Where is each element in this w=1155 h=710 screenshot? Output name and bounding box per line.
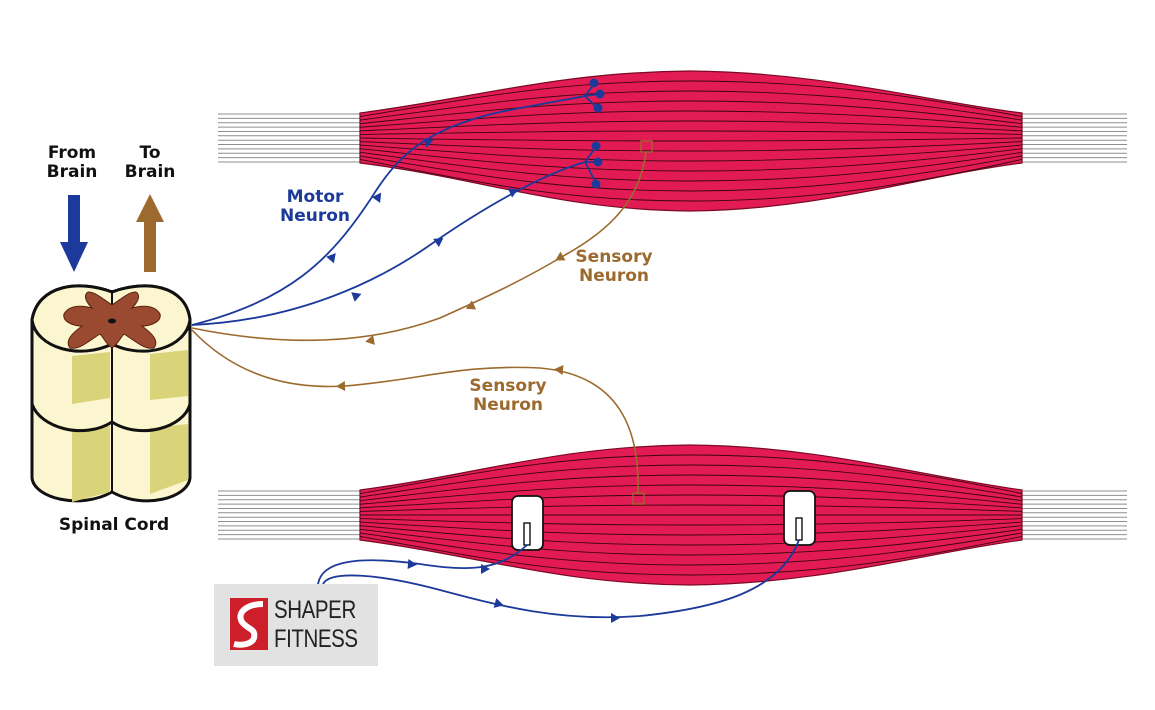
motor-arrow-icon	[326, 253, 336, 264]
muscle-fiber	[360, 120, 1022, 132]
muscle-fiber	[360, 535, 1022, 576]
bottom-muscle	[218, 444, 1127, 586]
motor-neurons	[191, 83, 601, 326]
muscle-fiber	[360, 155, 1022, 192]
sensory-arrow-icon	[555, 251, 566, 261]
sensory-arrow-icon	[365, 335, 375, 345]
electrode-arrow-icon	[493, 598, 504, 608]
motor-arrow-icon	[433, 237, 444, 248]
spinal-cord-shade-3	[72, 426, 110, 502]
sensory-neurons	[191, 151, 647, 495]
sensory-neuron-upper	[191, 151, 647, 342]
electrode-arrow-icon	[611, 613, 620, 623]
electrode-wire-2	[322, 539, 800, 619]
sensory-neuron-upper-label: Sensory Neuron	[575, 247, 653, 286]
motor-neuron-axon-2	[191, 161, 586, 326]
muscle-fiber	[360, 464, 1022, 498]
muscle-fiber	[360, 148, 1022, 172]
electrode-pad-icon	[511, 495, 544, 551]
muscle-fiber	[360, 454, 1022, 495]
muscle-fiber	[360, 494, 1022, 509]
bottom-muscle-right-tendon	[1020, 490, 1127, 540]
motor-endplate	[589, 78, 599, 88]
muscle-fiber	[360, 158, 1022, 202]
electrode-arrow-icon	[407, 559, 417, 569]
sensory-receptor-upper	[640, 140, 653, 153]
motor-direction-arrows	[326, 138, 519, 302]
motor-neuron-branch-2c	[584, 161, 597, 184]
bottom-muscle-fibers	[360, 454, 1022, 576]
muscle-fiber	[360, 528, 1022, 556]
top-muscle	[218, 70, 1127, 212]
muscle-fiber	[360, 504, 1022, 512]
spinal-cord-shade-1	[72, 352, 110, 404]
motor-arrow-icon	[371, 192, 382, 203]
motor-endplates	[589, 78, 605, 189]
motor-endplate	[593, 103, 603, 113]
logo-line-1: SHAPER	[274, 596, 356, 624]
electrode-pad-icon	[783, 490, 816, 546]
muscle-fiber	[360, 532, 1022, 566]
motor-endplate	[591, 179, 601, 189]
motor-arrow-icon	[351, 292, 362, 302]
muscle-fiber	[360, 80, 1022, 118]
motor-endplate	[591, 141, 601, 151]
spinal-cord-shade-4	[150, 424, 188, 494]
sensory-neuron-lower	[191, 329, 639, 495]
muscle-fiber	[360, 130, 1022, 135]
arrow-down-icon	[60, 195, 88, 272]
shaper-fitness-logo: SHAPER FITNESS	[214, 584, 378, 666]
motor-arrow-icon	[507, 188, 519, 198]
s-logo-icon	[230, 598, 268, 650]
motor-arrow-icon	[423, 138, 434, 148]
spinal-cord-label: Spinal Cord	[58, 515, 170, 535]
top-muscle-left-tendon	[218, 113, 362, 163]
electrode-arrow-icon	[481, 564, 490, 574]
sensory-arrow-icon	[465, 300, 477, 310]
spinal-cord	[30, 284, 192, 503]
sensory-direction-arrows	[336, 251, 566, 391]
electrode-direction-arrows	[407, 559, 620, 623]
muscle-fiber	[360, 141, 1022, 152]
motor-neuron-axon-1	[191, 95, 586, 326]
top-muscle-right-tendon	[1020, 113, 1127, 163]
from-brain-label: From Brain	[46, 143, 98, 182]
sensory-receptor-lower	[632, 492, 645, 505]
muscle-fiber	[360, 144, 1022, 162]
arrow-up-icon	[136, 194, 164, 272]
electrode-wire-1	[317, 544, 528, 585]
muscle-fiber	[360, 100, 1022, 125]
electrode-wires	[317, 539, 800, 619]
muscle-fiber	[360, 90, 1022, 121]
bottom-muscle-left-tendon	[218, 490, 362, 540]
sensory-arrow-icon	[336, 381, 346, 391]
motor-endplate	[595, 89, 605, 99]
sensory-neuron-lower-label: Sensory Neuron	[469, 376, 547, 415]
muscle-fiber	[360, 110, 1022, 128]
muscle-fiber	[360, 137, 1022, 142]
logo-line-2: FITNESS	[274, 625, 358, 653]
motor-endplate	[593, 157, 603, 167]
motor-neuron-label: Motor Neuron	[279, 187, 351, 226]
central-canal	[108, 318, 116, 324]
muscle-fiber	[360, 484, 1022, 505]
muscle-fiber	[360, 521, 1022, 536]
muscle-fiber	[360, 518, 1022, 526]
spinal-cord-shade-2	[150, 350, 188, 400]
to-brain-label: To Brain	[124, 143, 176, 182]
logo-wordmark: SHAPER FITNESS	[274, 596, 358, 654]
muscle-fiber	[360, 525, 1022, 546]
sensory-arrow-icon	[554, 365, 564, 375]
top-muscle-fibers	[360, 80, 1022, 202]
muscle-fiber	[360, 474, 1022, 502]
muscle-fiber	[360, 151, 1022, 182]
